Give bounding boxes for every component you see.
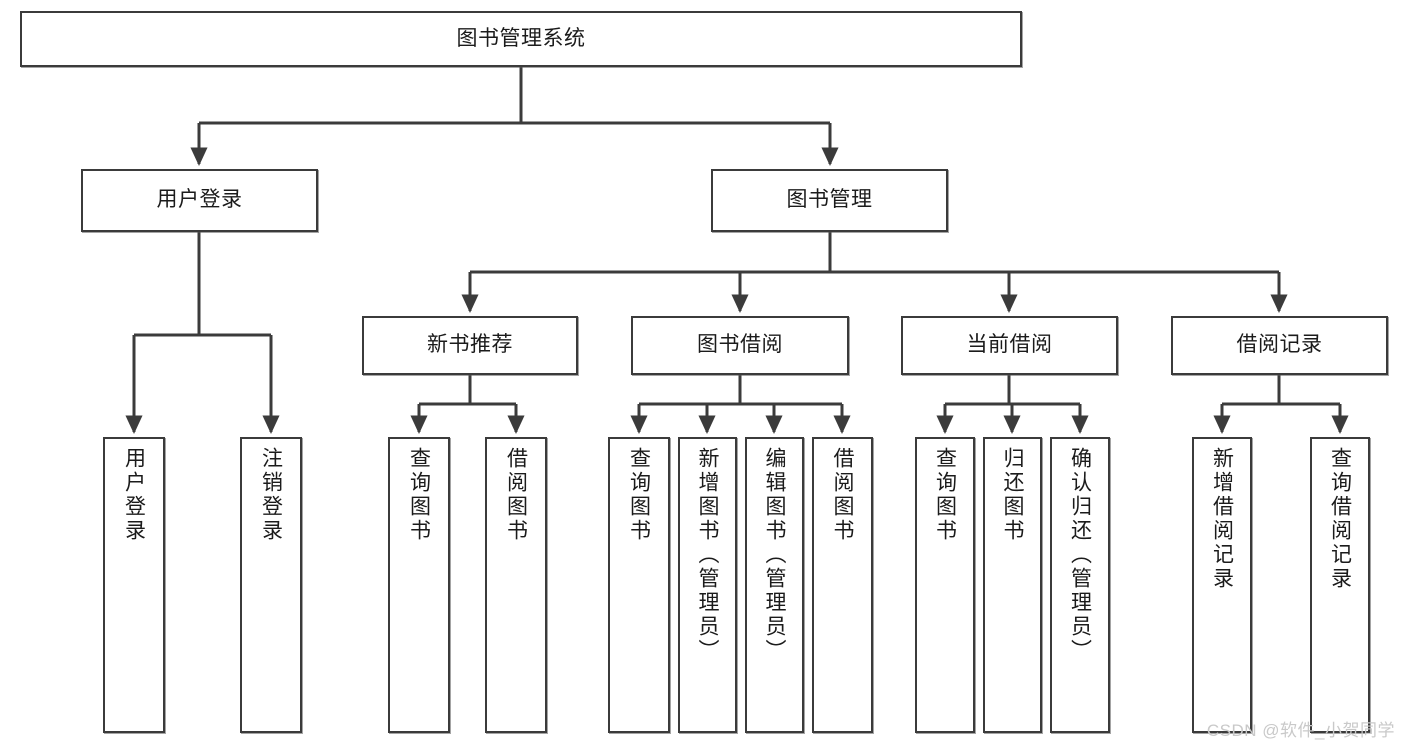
node-leaf-add-borrow-record[interactable]: 新增借阅记录 [1192,437,1252,733]
node-user-login[interactable]: 用户登录 [81,169,318,232]
node-borrow-record-label: 借阅记录 [1236,333,1323,357]
node-leaf-query-book-borrow-label: 查询图书 [627,447,651,543]
node-leaf-query-book-cur[interactable]: 查询图书 [915,437,975,733]
node-leaf-add-book[interactable]: 新增图书（管理员） [678,437,737,733]
node-book-manage[interactable]: 图书管理 [711,169,948,232]
node-book-borrow-label: 图书借阅 [697,333,783,357]
node-leaf-add-book-label: 新增图书（管理员） [696,447,719,663]
node-leaf-query-book-rec[interactable]: 查询图书 [388,437,450,733]
node-leaf-query-book-cur-label: 查询图书 [933,447,957,543]
node-leaf-borrow-book-rec[interactable]: 借阅图书 [485,437,547,733]
node-current-borrow-label: 当前借阅 [966,333,1053,357]
node-leaf-user-login-label: 用户登录 [122,447,146,543]
node-new-book-rec[interactable]: 新书推荐 [362,316,578,375]
node-leaf-query-book-rec-label: 查询图书 [407,447,431,543]
node-leaf-user-logout-label: 注销登录 [259,447,283,543]
node-leaf-return-book-label: 归还图书 [1001,447,1024,543]
node-leaf-confirm-return[interactable]: 确认归还（管理员） [1050,437,1110,733]
node-borrow-record[interactable]: 借阅记录 [1171,316,1388,375]
node-leaf-confirm-return-label: 确认归还（管理员） [1068,447,1092,663]
node-leaf-query-book-borrow[interactable]: 查询图书 [608,437,670,733]
node-leaf-user-logout[interactable]: 注销登录 [240,437,302,733]
node-book-borrow[interactable]: 图书借阅 [631,316,849,375]
node-new-book-rec-label: 新书推荐 [427,333,513,357]
node-root-label: 图书管理系统 [456,26,586,50]
node-leaf-user-login[interactable]: 用户登录 [103,437,165,733]
node-leaf-return-book[interactable]: 归还图书 [983,437,1042,733]
node-root[interactable]: 图书管理系统 [20,11,1022,67]
node-leaf-borrow-book-label: 借阅图书 [831,447,854,543]
node-book-manage-label: 图书管理 [786,188,873,212]
node-leaf-query-borrow-record[interactable]: 查询借阅记录 [1310,437,1370,733]
node-leaf-borrow-book[interactable]: 借阅图书 [812,437,873,733]
node-leaf-query-borrow-record-label: 查询借阅记录 [1328,447,1352,591]
node-leaf-edit-book[interactable]: 编辑图书（管理员） [745,437,804,733]
node-leaf-edit-book-label: 编辑图书（管理员） [763,447,786,663]
node-leaf-borrow-book-rec-label: 借阅图书 [504,447,528,543]
node-current-borrow[interactable]: 当前借阅 [901,316,1118,375]
node-user-login-label: 用户登录 [156,188,243,212]
node-leaf-add-borrow-record-label: 新增借阅记录 [1210,447,1234,591]
